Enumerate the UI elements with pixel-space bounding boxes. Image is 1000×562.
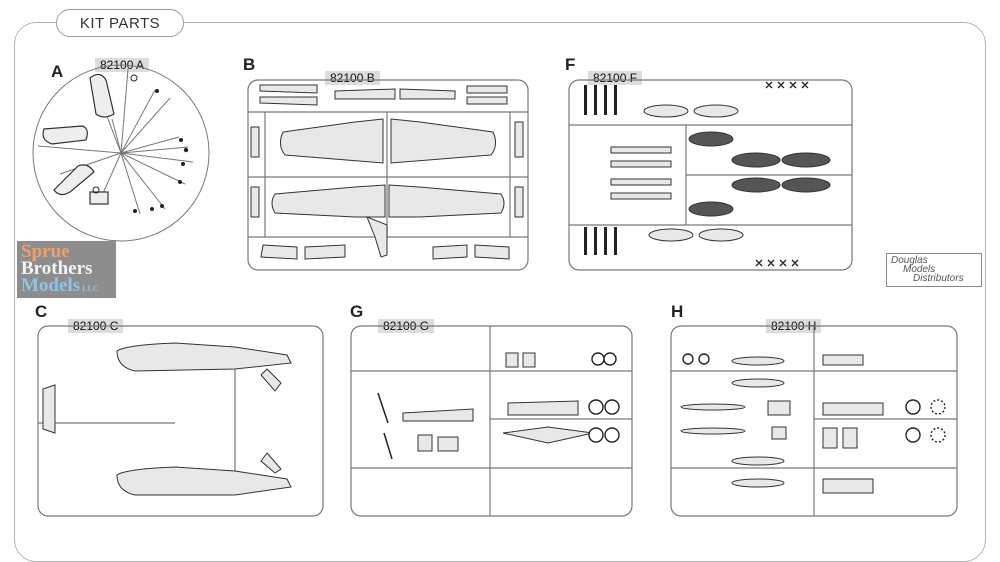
sprue-code-f: 82100 F [588, 71, 643, 85]
sprue-f-diagram [568, 79, 853, 271]
sprue-h-diagram [670, 325, 958, 517]
sprue-letter-f: F [565, 55, 576, 74]
logo-line-2: Brothers [21, 258, 93, 279]
sprue-code-b: 82100 B [325, 71, 380, 85]
douglas-models-logo: Douglas Models Distributors [886, 253, 982, 287]
sprue-b-diagram [247, 79, 529, 271]
sprue-letter-b: B [243, 55, 256, 74]
sprue-letter-g: G [350, 302, 364, 321]
sprue-g-diagram [350, 325, 633, 517]
douglas-line-2: Models [903, 264, 936, 275]
sprue-letter-h: H [671, 302, 684, 321]
douglas-line-3: Distributors [913, 273, 964, 284]
logo-line-1: Sprue [21, 241, 70, 262]
douglas-line-1: Douglas [891, 255, 928, 266]
sprue-letter-c: C [35, 302, 48, 321]
sprue-letter-a: A [51, 62, 64, 81]
sprue-a-diagram [32, 64, 210, 242]
page-title: KIT PARTS [56, 9, 184, 37]
sprue-c-diagram [37, 325, 324, 517]
